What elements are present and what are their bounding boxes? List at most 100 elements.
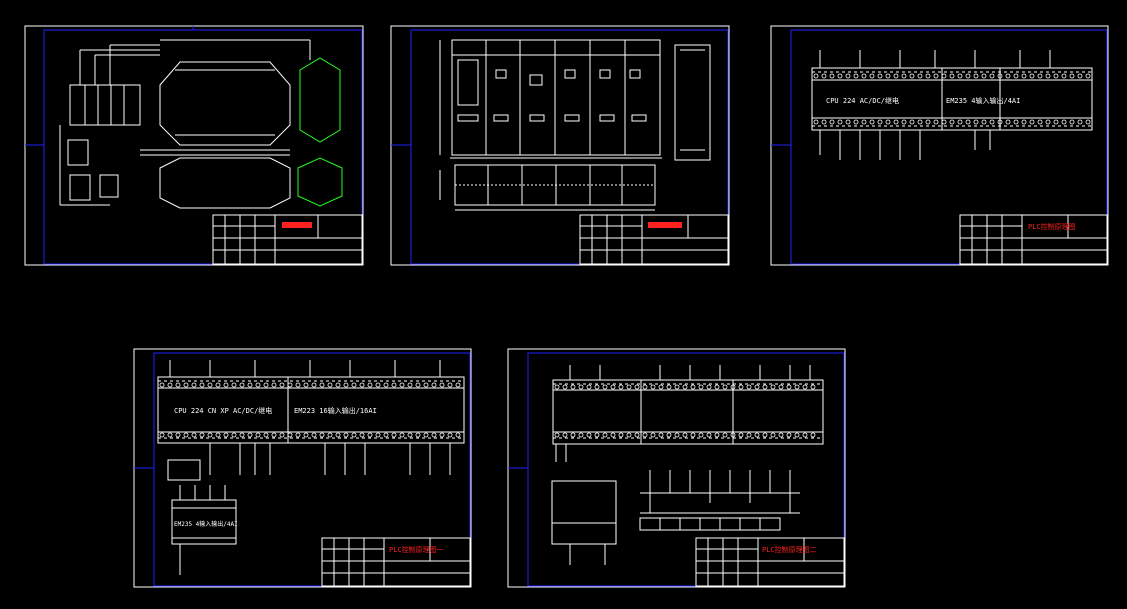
terminal-screw (853, 119, 859, 125)
terminal-screw (813, 73, 819, 79)
terminal-screw (837, 73, 843, 79)
terminal-screw (837, 119, 843, 125)
terminal-screw (973, 73, 979, 79)
terminal-screw (1005, 73, 1011, 79)
terminal-screw (191, 432, 197, 438)
terminal-screw (634, 384, 640, 390)
terminal-screw (215, 432, 221, 438)
sheet-2[interactable] (390, 25, 730, 266)
terminal-screw (829, 73, 835, 79)
terminal-screw (407, 432, 413, 438)
terminal-screw (586, 432, 592, 438)
terminal-screw (223, 382, 229, 388)
terminal-screw (455, 432, 461, 438)
sheet-4-red-title: PLC控制原理图一 (389, 545, 444, 554)
terminal-screw (698, 384, 704, 390)
terminal-screw (562, 432, 568, 438)
terminal-screw (199, 382, 205, 388)
terminal-screw (869, 119, 875, 125)
terminal-screw (1045, 119, 1051, 125)
terminal-screw (933, 119, 939, 125)
sheet-4-module-label: EM223 16输入输出/16AI (294, 406, 377, 415)
sheet-5-terminal-strip (639, 517, 781, 531)
terminal-screw (1029, 73, 1035, 79)
sheet-4-module2-label: EM235 4输入输出/4AI (174, 520, 238, 528)
terminal-screw (925, 73, 931, 79)
terminal-screw (423, 382, 429, 388)
terminal-screw (554, 432, 560, 438)
terminal-screw (175, 432, 181, 438)
terminal-screw (917, 73, 923, 79)
sheet-5-module-3 (732, 379, 824, 445)
terminal-screw (447, 432, 453, 438)
terminal-screw (698, 432, 704, 438)
terminal-screw (861, 73, 867, 79)
sheet-1-green-hex-top (299, 57, 341, 143)
terminal-screw (439, 382, 445, 388)
terminal-screw (335, 432, 341, 438)
sheet-5-title-block (695, 537, 845, 587)
terminal-screw (1037, 73, 1043, 79)
sheet-5[interactable]: PLC控制原理图二 (507, 348, 846, 588)
sheet-1-red-title (282, 222, 312, 228)
terminal-screw (231, 432, 237, 438)
terminal-screw (925, 119, 931, 125)
terminal-screw (415, 432, 421, 438)
sheet-1-title-block (212, 214, 363, 265)
terminal-screw (626, 384, 632, 390)
terminal-screw (642, 384, 648, 390)
terminal-screw (207, 382, 213, 388)
terminal-screw (327, 382, 333, 388)
terminal-screw (319, 432, 325, 438)
terminal-screw (658, 384, 664, 390)
terminal-screw (901, 73, 907, 79)
terminal-screw (554, 384, 560, 390)
terminal-screw (1029, 119, 1035, 125)
terminal-screw (239, 382, 245, 388)
sheet-2-cabinet-side (674, 44, 711, 161)
terminal-screw (746, 384, 752, 390)
terminal-screw (794, 384, 800, 390)
terminal-screw (730, 432, 736, 438)
terminal-screw (1013, 73, 1019, 79)
terminal-screw (722, 384, 728, 390)
sheet-1-inner-frame (43, 29, 363, 265)
sheet-1-green-hex-bottom (297, 157, 343, 207)
terminal-screw (594, 384, 600, 390)
terminal-screw (1021, 119, 1027, 125)
sheet-1[interactable] (24, 25, 364, 266)
terminal-screw (215, 382, 221, 388)
terminal-screw (303, 432, 309, 438)
terminal-screw (359, 432, 365, 438)
terminal-screw (853, 73, 859, 79)
terminal-screw (893, 73, 899, 79)
terminal-screw (367, 382, 373, 388)
terminal-screw (738, 384, 744, 390)
terminal-screw (367, 432, 373, 438)
terminal-screw (223, 432, 229, 438)
terminal-screw (949, 73, 955, 79)
terminal-screw (1069, 73, 1075, 79)
terminal-screw (578, 384, 584, 390)
terminal-screw (650, 384, 656, 390)
terminal-screw (343, 382, 349, 388)
terminal-screw (167, 382, 173, 388)
sheet-3-cpu-label: CPU 224 AC/DC/继电 (826, 96, 899, 105)
terminal-screw (199, 432, 205, 438)
terminal-screw (754, 384, 760, 390)
terminal-screw (802, 384, 808, 390)
terminal-screw (183, 382, 189, 388)
terminal-screw (933, 73, 939, 79)
terminal-screw (303, 382, 309, 388)
terminal-screw (1053, 73, 1059, 79)
sheet-4[interactable]: CPU 224 CN XP AC/DC/继电 EM223 16输入输出/16AI… (133, 348, 472, 588)
sheet-2-inner-frame (410, 29, 729, 265)
sheet-1-unit-top (159, 61, 291, 146)
terminal-screw (578, 432, 584, 438)
terminal-screw (602, 432, 608, 438)
sheet-3[interactable]: CPU 224 AC/DC/继电 EM235 4输入输出/4AI PLC控制原理… (770, 25, 1109, 266)
terminal-screw (183, 432, 189, 438)
terminal-screw (1037, 119, 1043, 125)
terminal-screw (586, 384, 592, 390)
terminal-screw (279, 382, 285, 388)
